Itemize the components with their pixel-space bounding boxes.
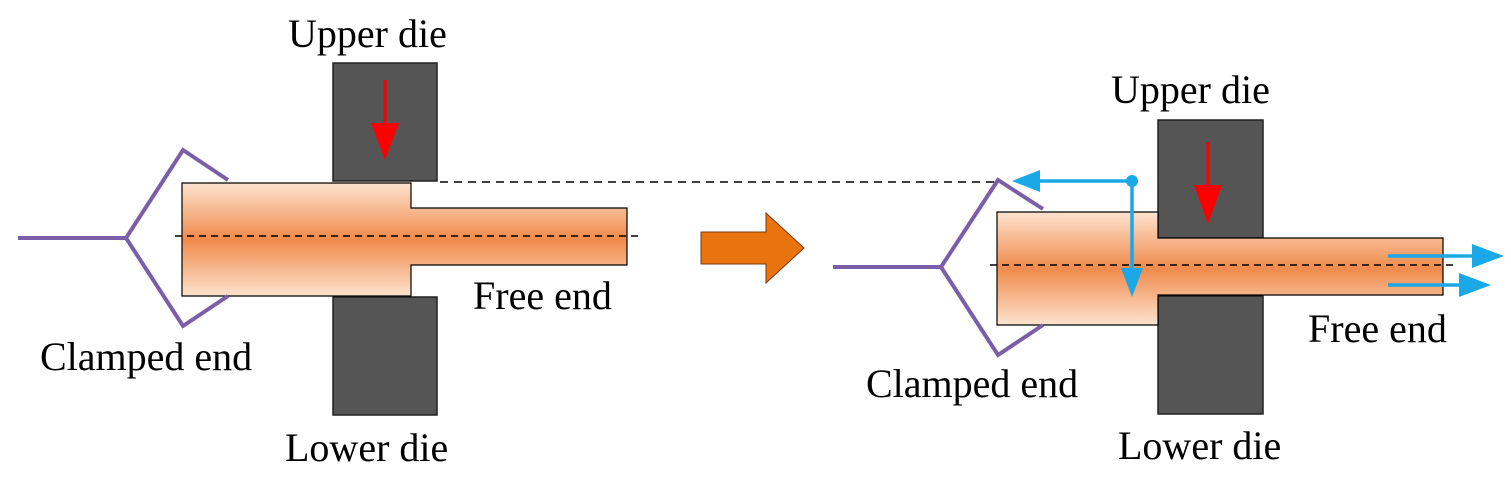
material-flow-arrows bbox=[1012, 170, 1504, 297]
clamped-end-label: Clamped end bbox=[40, 334, 252, 379]
upper-die-label: Upper die bbox=[1111, 67, 1270, 112]
lower-die bbox=[1157, 295, 1264, 415]
clamp-fixture bbox=[833, 177, 1045, 358]
workpiece bbox=[181, 182, 628, 297]
lower-die-label: Lower die bbox=[1118, 423, 1281, 468]
clamp-fixture bbox=[18, 147, 230, 329]
upper-die bbox=[1157, 119, 1264, 239]
process-arrow-icon bbox=[700, 211, 805, 285]
upper-die-label: Upper die bbox=[288, 11, 447, 56]
after-stage: Upper die Lower die Clamped end Free end bbox=[833, 67, 1504, 468]
workpiece bbox=[996, 211, 1444, 326]
free-end-label: Free end bbox=[1308, 306, 1447, 351]
clamped-end-label: Clamped end bbox=[866, 361, 1078, 406]
lower-die bbox=[332, 296, 438, 416]
lower-die-label: Lower die bbox=[285, 425, 448, 470]
before-stage: Upper die Lower die Clamped end Free end bbox=[18, 11, 640, 470]
pressing-force-arrow bbox=[1194, 142, 1222, 224]
free-end-label: Free end bbox=[473, 273, 612, 318]
pressing-force-arrow bbox=[371, 80, 399, 160]
